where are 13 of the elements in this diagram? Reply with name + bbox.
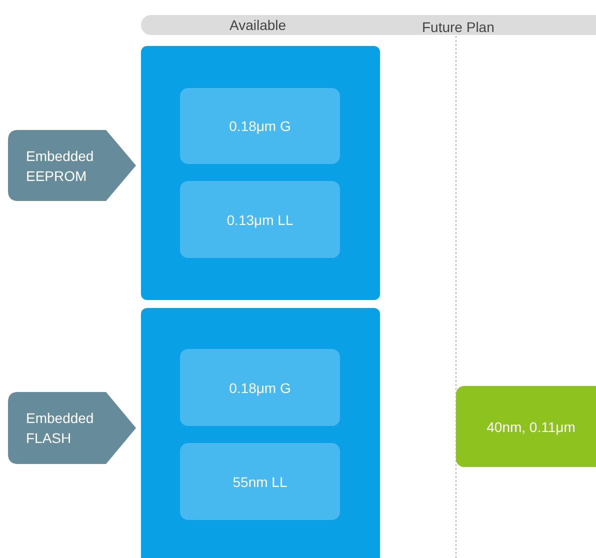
column-header: Future Plan — [422, 19, 494, 35]
node-box: 0.13μm LL — [180, 181, 340, 258]
node-box: 55nm LL — [180, 443, 340, 520]
group-panel — [141, 308, 380, 558]
column-header: Available — [230, 17, 286, 33]
tag-label: Embedded FLASH — [26, 409, 95, 448]
category-tag — [8, 392, 136, 464]
node-box: 0.18μm G — [180, 349, 340, 426]
group-panel — [141, 46, 380, 300]
tag-label: Embedded EEPROM — [26, 146, 95, 186]
node-box: 0.18μm G — [180, 88, 340, 164]
node-box: 40nm, 0.11μm — [456, 386, 596, 467]
category-tag — [8, 130, 136, 201]
